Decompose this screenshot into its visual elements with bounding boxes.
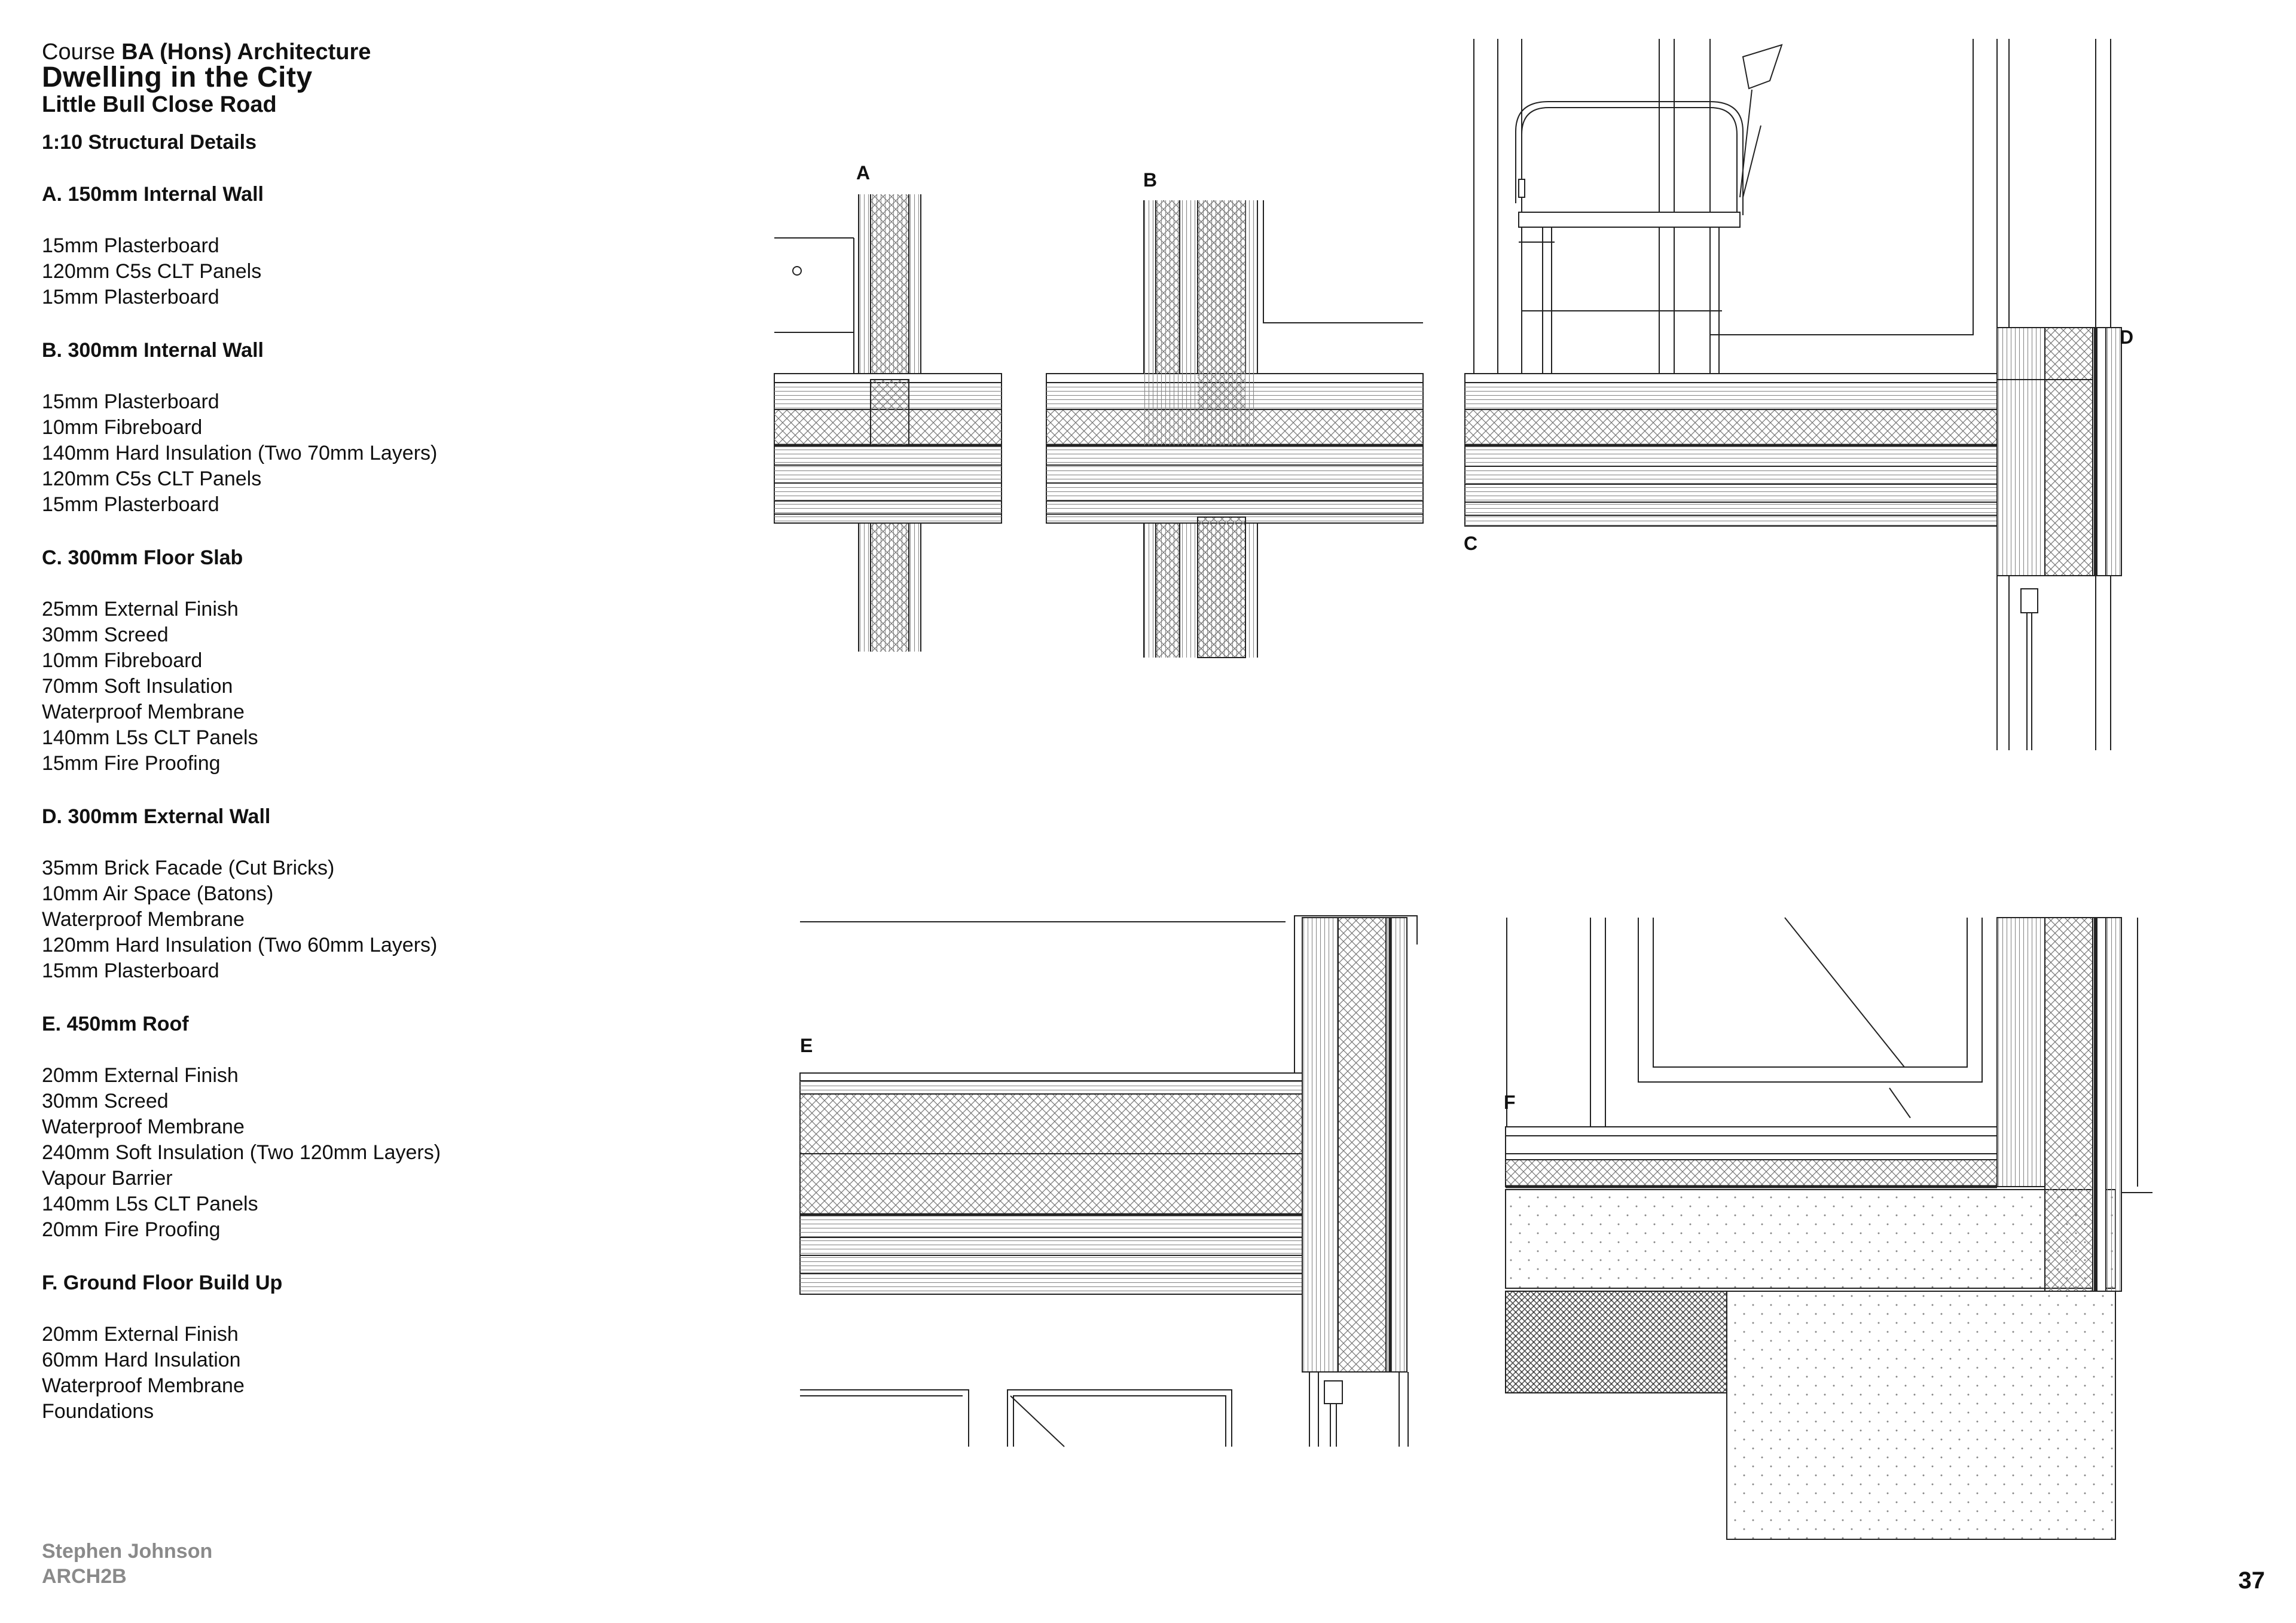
detail-b-internal-wall bbox=[1046, 200, 1424, 658]
detail-section-f: F. Ground Floor Build Up 20mm External F… bbox=[42, 1270, 712, 1425]
layer-item: 15mm Plasterboard bbox=[42, 959, 219, 982]
detail-label-e: E bbox=[800, 1035, 813, 1056]
detail-e-roof bbox=[799, 915, 1418, 1447]
layer-item: 10mm Fibreboard bbox=[42, 649, 203, 672]
detail-section-a: A. 150mm Internal Wall 15mm Plasterboard… bbox=[42, 182, 712, 310]
course-prefix: Course bbox=[42, 39, 115, 65]
layer-item: Waterproof Membrane bbox=[42, 701, 245, 723]
layer-item: 15mm Plasterboard bbox=[42, 390, 219, 413]
layer-item: 120mm C5s CLT Panels bbox=[42, 467, 262, 490]
layer-item: 30mm Screed bbox=[42, 1090, 169, 1112]
layer-item: 20mm External Finish bbox=[42, 1323, 239, 1346]
detail-a-internal-wall bbox=[774, 194, 1002, 652]
layer-item: Waterproof Membrane bbox=[42, 1115, 245, 1138]
section-heading: D. 300mm External Wall bbox=[42, 805, 271, 828]
detail-section-b: B. 300mm Internal Wall 15mm Plasterboard… bbox=[42, 338, 712, 518]
layer-item: 240mm Soft Insulation (Two 120mm Layers) bbox=[42, 1141, 441, 1164]
detail-label-a: A bbox=[856, 162, 870, 184]
detail-section-d: D. 300mm External Wall 35mm Brick Facade… bbox=[42, 804, 712, 984]
author-name: Stephen Johnson bbox=[42, 1540, 213, 1563]
sheet-heading: 1:10 Structural Details bbox=[42, 131, 257, 154]
section-heading: E. 450mm Roof bbox=[42, 1013, 189, 1035]
detail-f-ground-floor bbox=[1505, 917, 2152, 1540]
layer-item: 120mm Hard Insulation (Two 60mm Layers) bbox=[42, 934, 438, 956]
layer-item: 10mm Air Space (Batons) bbox=[42, 882, 274, 905]
section-heading: C. 300mm Floor Slab bbox=[42, 546, 243, 569]
layer-item: 35mm Brick Facade (Cut Bricks) bbox=[42, 857, 335, 879]
chair-drawing bbox=[1515, 44, 1783, 374]
layer-item: 140mm L5s CLT Panels bbox=[42, 1193, 258, 1215]
footer: Stephen Johnson ARCH2B bbox=[42, 1539, 212, 1589]
text-panel: Course BA (Hons) Architecture Dwelling i… bbox=[42, 39, 712, 1425]
detail-section-c: C. 300mm Floor Slab 25mm External Finish… bbox=[42, 545, 712, 777]
project-title: Dwelling in the City bbox=[42, 62, 313, 93]
layer-item: 30mm Screed bbox=[42, 623, 169, 646]
layer-item: Foundations bbox=[42, 1400, 154, 1423]
section-heading: B. 300mm Internal Wall bbox=[42, 339, 264, 362]
detail-label-d: D bbox=[2120, 326, 2133, 348]
course-line: Course BA (Hons) Architecture bbox=[42, 39, 712, 65]
page-number: 37 bbox=[2238, 1567, 2266, 1594]
layer-item: 140mm L5s CLT Panels bbox=[42, 726, 258, 749]
layer-item: 15mm Fire Proofing bbox=[42, 752, 221, 775]
detail-c-d-floor-slab-external-wall bbox=[1464, 39, 2122, 750]
layer-item: Vapour Barrier bbox=[42, 1167, 173, 1190]
layer-item: 10mm Fibreboard bbox=[42, 416, 203, 439]
layer-item: Waterproof Membrane bbox=[42, 1374, 245, 1397]
layer-item: Waterproof Membrane bbox=[42, 908, 245, 931]
layer-item: 20mm External Finish bbox=[42, 1064, 239, 1087]
layer-item: 25mm External Finish bbox=[42, 598, 239, 621]
layer-item: 120mm C5s CLT Panels bbox=[42, 260, 262, 283]
layer-item: 15mm Plasterboard bbox=[42, 493, 219, 516]
detail-label-c: C bbox=[1464, 533, 1477, 554]
detail-label-b: B bbox=[1143, 169, 1157, 191]
layer-item: 70mm Soft Insulation bbox=[42, 675, 233, 698]
section-heading: F. Ground Floor Build Up bbox=[42, 1271, 283, 1294]
layer-item: 15mm Plasterboard bbox=[42, 234, 219, 257]
layer-item: 140mm Hard Insulation (Two 70mm Layers) bbox=[42, 442, 438, 464]
detail-label-f: F bbox=[1504, 1092, 1516, 1113]
layer-item: 20mm Fire Proofing bbox=[42, 1218, 221, 1241]
course-name: BA (Hons) Architecture bbox=[121, 39, 371, 65]
layer-item: 15mm Plasterboard bbox=[42, 286, 219, 308]
section-heading: A. 150mm Internal Wall bbox=[42, 183, 264, 206]
detail-section-e: E. 450mm Roof 20mm External Finish 30mm … bbox=[42, 1011, 712, 1243]
site-name: Little Bull Close Road bbox=[42, 92, 277, 117]
layer-item: 60mm Hard Insulation bbox=[42, 1349, 241, 1371]
module-code: ARCH2B bbox=[42, 1565, 127, 1588]
